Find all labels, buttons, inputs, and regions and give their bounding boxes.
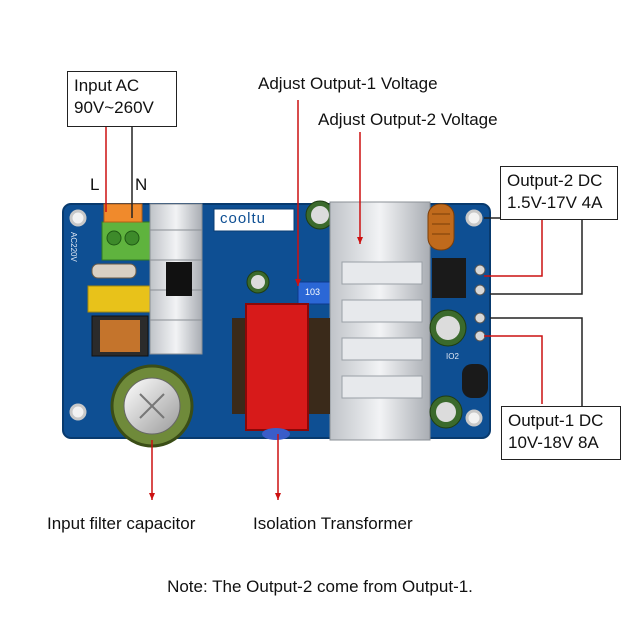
output-2-title: Output-2 DC xyxy=(507,171,603,190)
adjust-output-2-label: Adjust Output-2 Voltage xyxy=(318,110,498,129)
toroid-inductor xyxy=(427,203,455,251)
isolation-transformer-label: Isolation Transformer xyxy=(253,514,413,533)
isolation-transformer xyxy=(232,303,330,440)
fuse xyxy=(91,263,137,279)
output-1-spec: 10V-18V 8A xyxy=(508,433,599,453)
output-2-spec: 1.5V-17V 4A xyxy=(507,193,603,213)
input-filter-capacitor-label: Input filter capacitor xyxy=(47,514,196,533)
mounting-holes xyxy=(69,209,483,427)
output-1-title: Output-1 DC xyxy=(508,411,604,430)
pot-code-text: 103 xyxy=(305,287,321,297)
input-ac-range: 90V~260V xyxy=(74,98,154,118)
ic-code-text: IO2 xyxy=(446,352,459,361)
output-1-box: Output-1 DC 10V-18V 8A xyxy=(501,406,621,460)
input-ac-box: Input AC 90V~260V xyxy=(67,71,177,127)
output-pins xyxy=(474,264,486,342)
input-ac-title: Input AC xyxy=(74,76,140,95)
x-capacitor xyxy=(87,285,159,313)
output-2-box: Output-2 DC 1.5V-17V 4A xyxy=(500,166,618,220)
input-filter-capacitor xyxy=(110,364,194,448)
footnote: Note: The Output-2 come from Output-1. xyxy=(167,577,473,596)
right-heatsink xyxy=(329,201,431,441)
board-side-code: AC220V xyxy=(69,232,78,262)
adjust-output-1-label: Adjust Output-1 Voltage xyxy=(258,74,438,93)
live-terminal-label: L xyxy=(90,175,100,194)
left-heatsink xyxy=(149,203,203,355)
neutral-terminal-label: N xyxy=(135,175,148,194)
board-brand-text: cooltu xyxy=(220,210,267,227)
